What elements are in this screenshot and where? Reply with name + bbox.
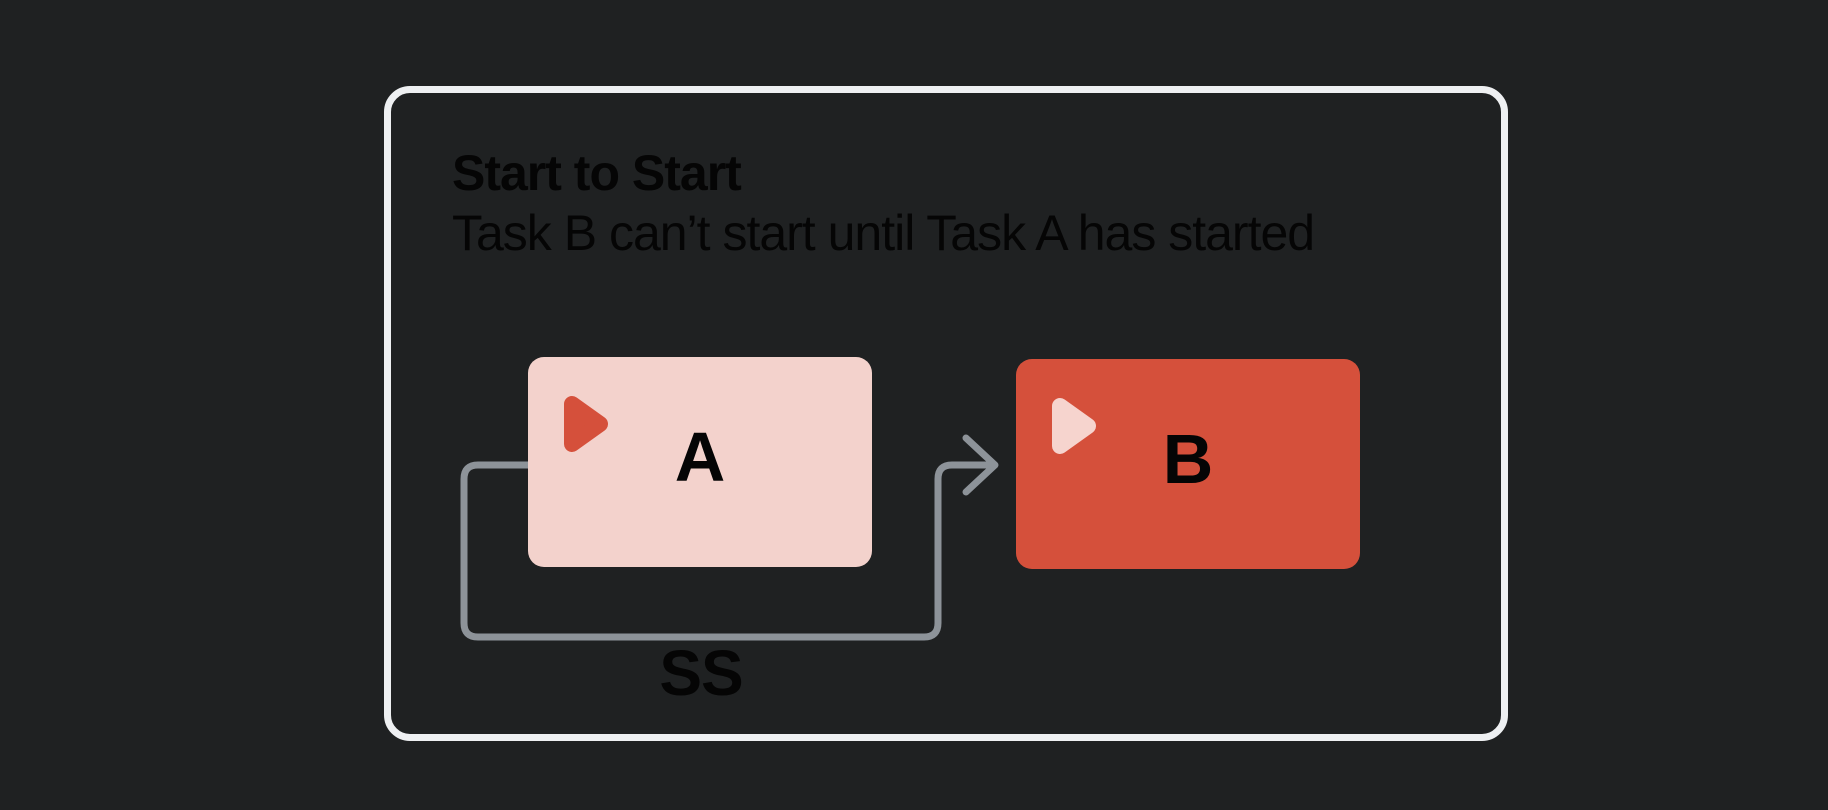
ss-relationship-label: SS	[659, 637, 743, 709]
task-b-box: B	[1016, 359, 1360, 569]
card-title: Start to Start	[452, 145, 742, 201]
task-a-box: A	[528, 357, 872, 567]
play-icon-b	[1052, 398, 1096, 454]
dependency-card	[384, 86, 1508, 741]
task-a-label: A	[674, 418, 726, 496]
card-heading: Start to Start Task B can’t start until …	[452, 143, 1512, 263]
play-icon-a	[564, 396, 608, 452]
task-b-label: B	[1162, 420, 1214, 498]
card-subtitle: Task B can’t start until Task A has star…	[452, 205, 1315, 261]
